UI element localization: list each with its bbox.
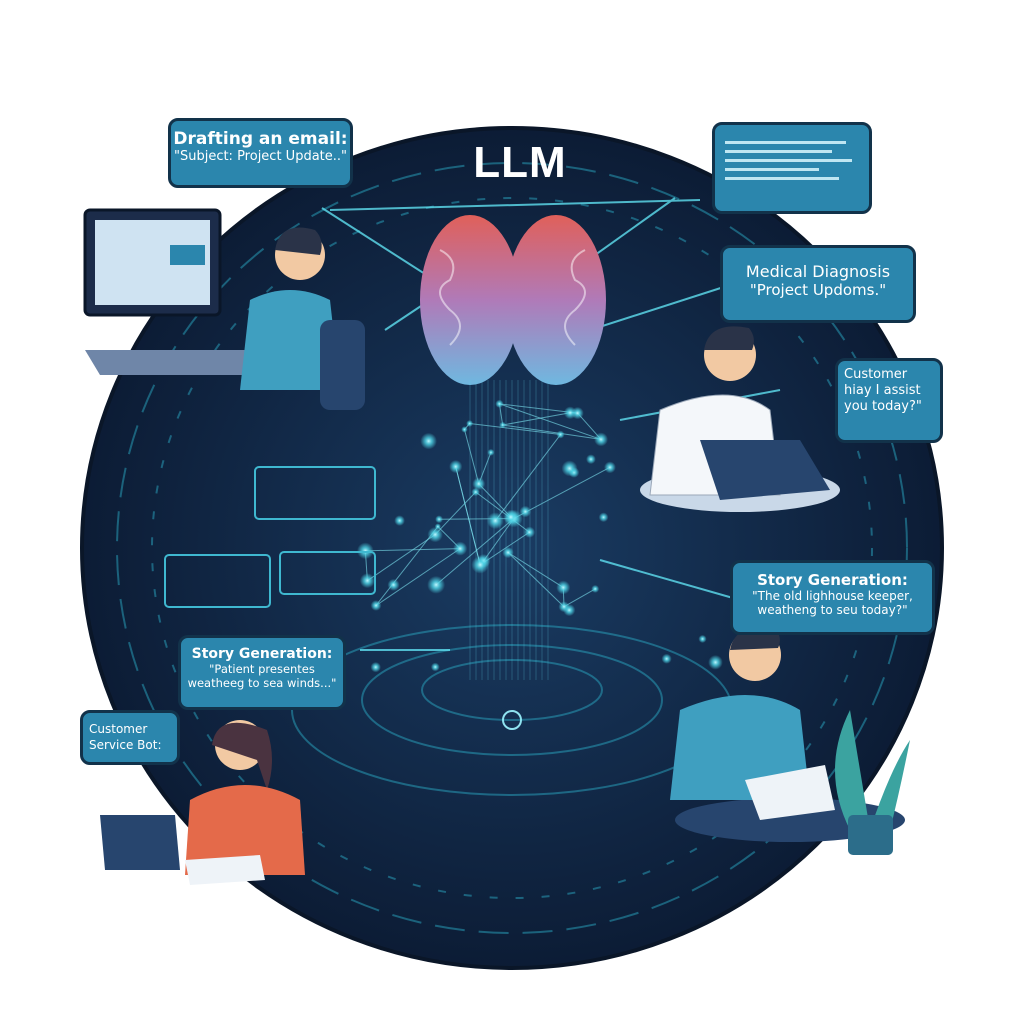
network-node xyxy=(698,634,707,643)
network-node xyxy=(370,600,382,611)
network-node xyxy=(558,601,570,613)
circuit-panels xyxy=(164,466,376,608)
network-node xyxy=(430,662,440,672)
network-node xyxy=(586,454,596,465)
network-node xyxy=(387,578,400,591)
network-node xyxy=(604,461,616,474)
brain-icon xyxy=(420,215,606,385)
network-node xyxy=(495,399,504,408)
network-node xyxy=(359,573,375,589)
network-edge xyxy=(499,403,602,440)
bubble-title: Story Generation: xyxy=(757,571,908,589)
bubble-story-right: Story Generation: "The old lighhouse kee… xyxy=(730,560,935,635)
network-node xyxy=(357,542,374,560)
network-node xyxy=(472,477,486,491)
bubble-customer-right: Customer hiay I assist you today?" xyxy=(835,358,943,443)
bubble-placeholder-text xyxy=(712,122,872,214)
bubble-quote: "Project Updoms." xyxy=(749,281,887,299)
network-edge xyxy=(478,483,512,518)
person-email-writer xyxy=(83,208,365,410)
network-node xyxy=(594,432,608,447)
bubble-drafting-email: Drafting an email: "Subject: Project Upd… xyxy=(168,118,353,188)
network-edge xyxy=(502,412,571,426)
network-edge xyxy=(367,534,436,582)
bubble-title: Drafting an email: xyxy=(173,129,348,149)
network-edge xyxy=(455,466,481,565)
network-node xyxy=(571,406,584,420)
network-node xyxy=(503,509,519,525)
network-node xyxy=(661,653,672,664)
network-node xyxy=(556,580,571,595)
network-node xyxy=(434,523,441,530)
network-node xyxy=(466,420,474,427)
neural-network xyxy=(357,380,723,680)
network-node xyxy=(486,512,504,530)
bubble-quote: "The old lighhouse keeper, xyxy=(752,589,913,603)
bubble-line: you today?" xyxy=(844,399,922,414)
bubble-quote: "Patient presentes xyxy=(209,662,315,676)
network-node xyxy=(591,584,600,593)
bubble-quote: "Subject: Project Update.." xyxy=(173,149,348,164)
network-node xyxy=(523,526,536,538)
network-node xyxy=(370,661,381,673)
network-node xyxy=(561,460,578,477)
network-node xyxy=(499,421,506,429)
bubble-line: Customer xyxy=(844,367,908,382)
network-edge xyxy=(375,548,461,606)
network-node xyxy=(420,432,437,450)
network-node xyxy=(427,526,443,543)
bubble-line: Service Bot: xyxy=(89,738,162,752)
logo-icon xyxy=(502,710,522,730)
network-edge xyxy=(434,491,477,535)
network-node xyxy=(471,556,489,574)
bubble-line: hiay I assist xyxy=(844,383,921,398)
network-edge xyxy=(375,526,439,606)
page-title: LLM xyxy=(473,138,567,187)
person-student xyxy=(100,720,305,885)
person-support-agent xyxy=(670,626,910,855)
network-node xyxy=(394,515,405,526)
network-node xyxy=(427,575,446,594)
network-node xyxy=(487,448,495,456)
network-edge xyxy=(365,548,461,552)
bubble-title: Story Generation: xyxy=(191,646,333,662)
network-node xyxy=(708,655,723,670)
network-edge xyxy=(563,588,596,608)
network-node xyxy=(502,546,514,559)
bubble-story-left: Story Generation: "Patient presentes wea… xyxy=(178,635,346,710)
network-edge xyxy=(469,422,561,436)
network-node xyxy=(461,426,468,433)
bubble-medical-diagnosis: Medical Diagnosis "Project Updoms." xyxy=(720,245,916,323)
network-node xyxy=(519,505,532,518)
bubble-line: Customer xyxy=(89,722,148,736)
network-edge xyxy=(507,552,565,608)
bubble-quote: weatheng to seu today?" xyxy=(757,603,908,617)
network-node xyxy=(556,430,565,439)
bubble-title: Medical Diagnosis xyxy=(745,262,891,281)
network-edge xyxy=(435,518,515,586)
network-node xyxy=(449,459,463,474)
bubble-quote: weatheeg to sea winds..." xyxy=(187,676,337,690)
network-edge xyxy=(463,429,480,484)
network-node xyxy=(435,515,443,524)
network-edge xyxy=(475,491,530,533)
person-doctor xyxy=(640,326,840,512)
network-edge xyxy=(507,552,564,588)
network-edge xyxy=(502,424,602,440)
bubble-customer-left: Customer Service Bot: xyxy=(80,710,180,765)
network-node xyxy=(598,512,609,523)
network-edge xyxy=(494,434,561,522)
network-node xyxy=(453,541,468,556)
